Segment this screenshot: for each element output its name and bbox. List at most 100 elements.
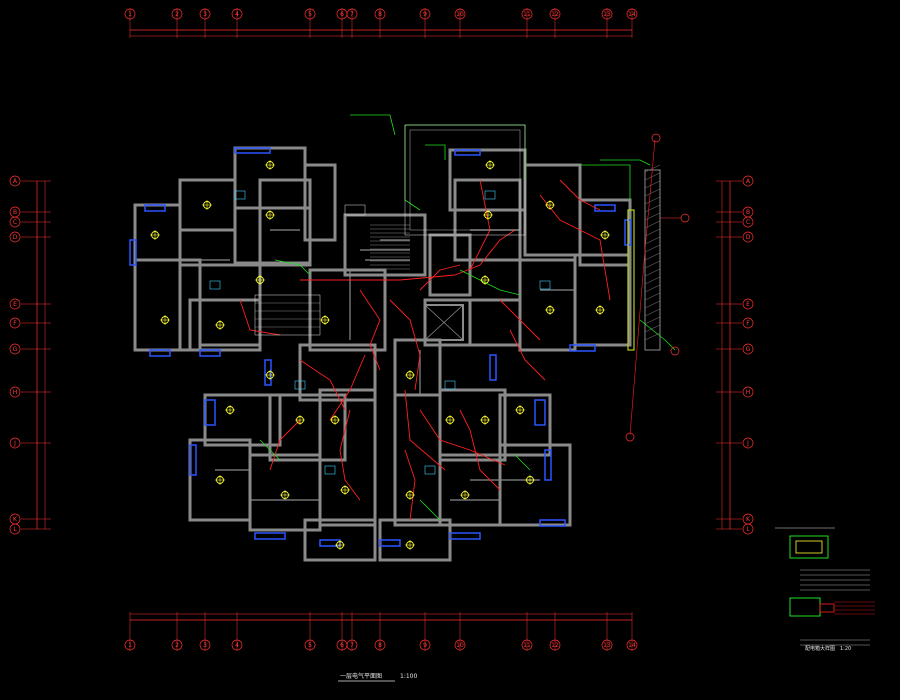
axis-bubble [742, 386, 754, 398]
light-fixture-icon [160, 315, 170, 325]
axis-bubble [742, 317, 754, 329]
light-fixture-icon [255, 275, 265, 285]
wall-segment [393, 393, 442, 527]
hatch-line [644, 252, 661, 261]
wire-run-green [259, 439, 281, 461]
wall-segment [393, 338, 442, 397]
window [489, 354, 497, 381]
light-fixture-icon [460, 490, 470, 500]
light-fixture-icon [485, 160, 495, 170]
axis-bubble [9, 298, 21, 310]
light-fixture-icon [545, 200, 555, 210]
wall-segment [303, 518, 377, 562]
hatch-line [644, 244, 661, 253]
wire-run-green [404, 125, 421, 211]
axis-label: G [13, 346, 18, 353]
axis-bubble [626, 639, 638, 651]
light-fixture-icon [483, 210, 493, 220]
axis-bubble [199, 639, 211, 651]
wall-segment [303, 163, 337, 242]
light-fixtures [150, 160, 610, 550]
axis-bubble [346, 8, 358, 20]
wire-run-red [419, 264, 461, 291]
wire-run-red [359, 289, 381, 371]
wire-run-green [350, 114, 396, 136]
axis-label: 6 [340, 11, 344, 18]
axis-label: 10 [456, 642, 464, 649]
axis-label: 1 [128, 11, 132, 18]
axis-label: 1 [128, 642, 132, 649]
axis-label: 10 [456, 11, 464, 18]
wire-run-red [239, 299, 281, 336]
wire-run-red [404, 449, 416, 521]
wall-segment [438, 453, 502, 527]
axis-label: J [746, 440, 749, 447]
axis-bubble [549, 639, 561, 651]
light-fixture-icon [405, 370, 415, 380]
axis-bubble [742, 231, 754, 243]
axis-bubble [742, 216, 754, 228]
window [544, 449, 552, 481]
wall-segment [258, 178, 312, 267]
wire-run-red [454, 229, 516, 276]
axis-label: 4 [235, 642, 239, 649]
axis-label: A [13, 178, 18, 185]
wire-run-red [389, 299, 421, 391]
window [539, 519, 566, 527]
callout-bubble [625, 432, 635, 442]
building-walls [133, 146, 661, 562]
light-fixture-icon [265, 370, 275, 380]
hatch-line [644, 276, 661, 285]
axis-label: 3 [203, 11, 207, 18]
elevator-shaft [424, 304, 464, 341]
axis-label: L [13, 526, 17, 533]
axis-label: 12 [551, 642, 559, 649]
axis-bubble [231, 639, 243, 651]
hatch-line [644, 212, 661, 221]
axis-label: 2 [175, 11, 179, 18]
hatch-line [644, 188, 661, 197]
wire-run-red [509, 329, 546, 381]
wall-segment [233, 206, 312, 265]
window-openings [129, 147, 632, 547]
appliance-symbol [294, 380, 306, 390]
hatch-line [644, 292, 661, 301]
axis-bubble [549, 8, 561, 20]
wall-segment [133, 203, 182, 352]
wire-run-green [425, 144, 446, 160]
light-fixture-icon [225, 405, 235, 415]
axis-bubble [9, 317, 21, 329]
axis-label: 11 [523, 642, 531, 649]
detail-box-inner [795, 540, 823, 554]
axis-bubble [419, 639, 431, 651]
window [234, 147, 271, 154]
axis-bubble [9, 437, 21, 449]
light-fixture-icon [295, 415, 305, 425]
elevator-cross [424, 304, 464, 341]
wire-run-red [329, 354, 366, 421]
window [264, 359, 272, 386]
axis-label: 8 [378, 11, 382, 18]
axis-label: 5 [308, 642, 312, 649]
appliance-symbol [444, 380, 456, 390]
hatch-line [644, 284, 661, 293]
drawing-title-block: 一层电气平面图 1:100 [338, 672, 417, 682]
callout-bubble [680, 213, 690, 223]
wire-run-red [499, 299, 541, 341]
window [454, 149, 481, 156]
light-fixture-icon [265, 160, 275, 170]
wire-run-red [459, 409, 501, 491]
wire-run-green [514, 454, 531, 471]
wire-run-red [299, 359, 346, 411]
axis-label: 3 [203, 642, 207, 649]
drawing-title: 一层电气平面图 [340, 672, 382, 680]
axis-label: G [746, 346, 751, 353]
wire-run-red [419, 409, 506, 466]
axis-bubble [601, 8, 613, 20]
axis-label: 14 [628, 11, 636, 18]
wall-segment [573, 253, 632, 347]
wire-run-green [274, 259, 311, 276]
